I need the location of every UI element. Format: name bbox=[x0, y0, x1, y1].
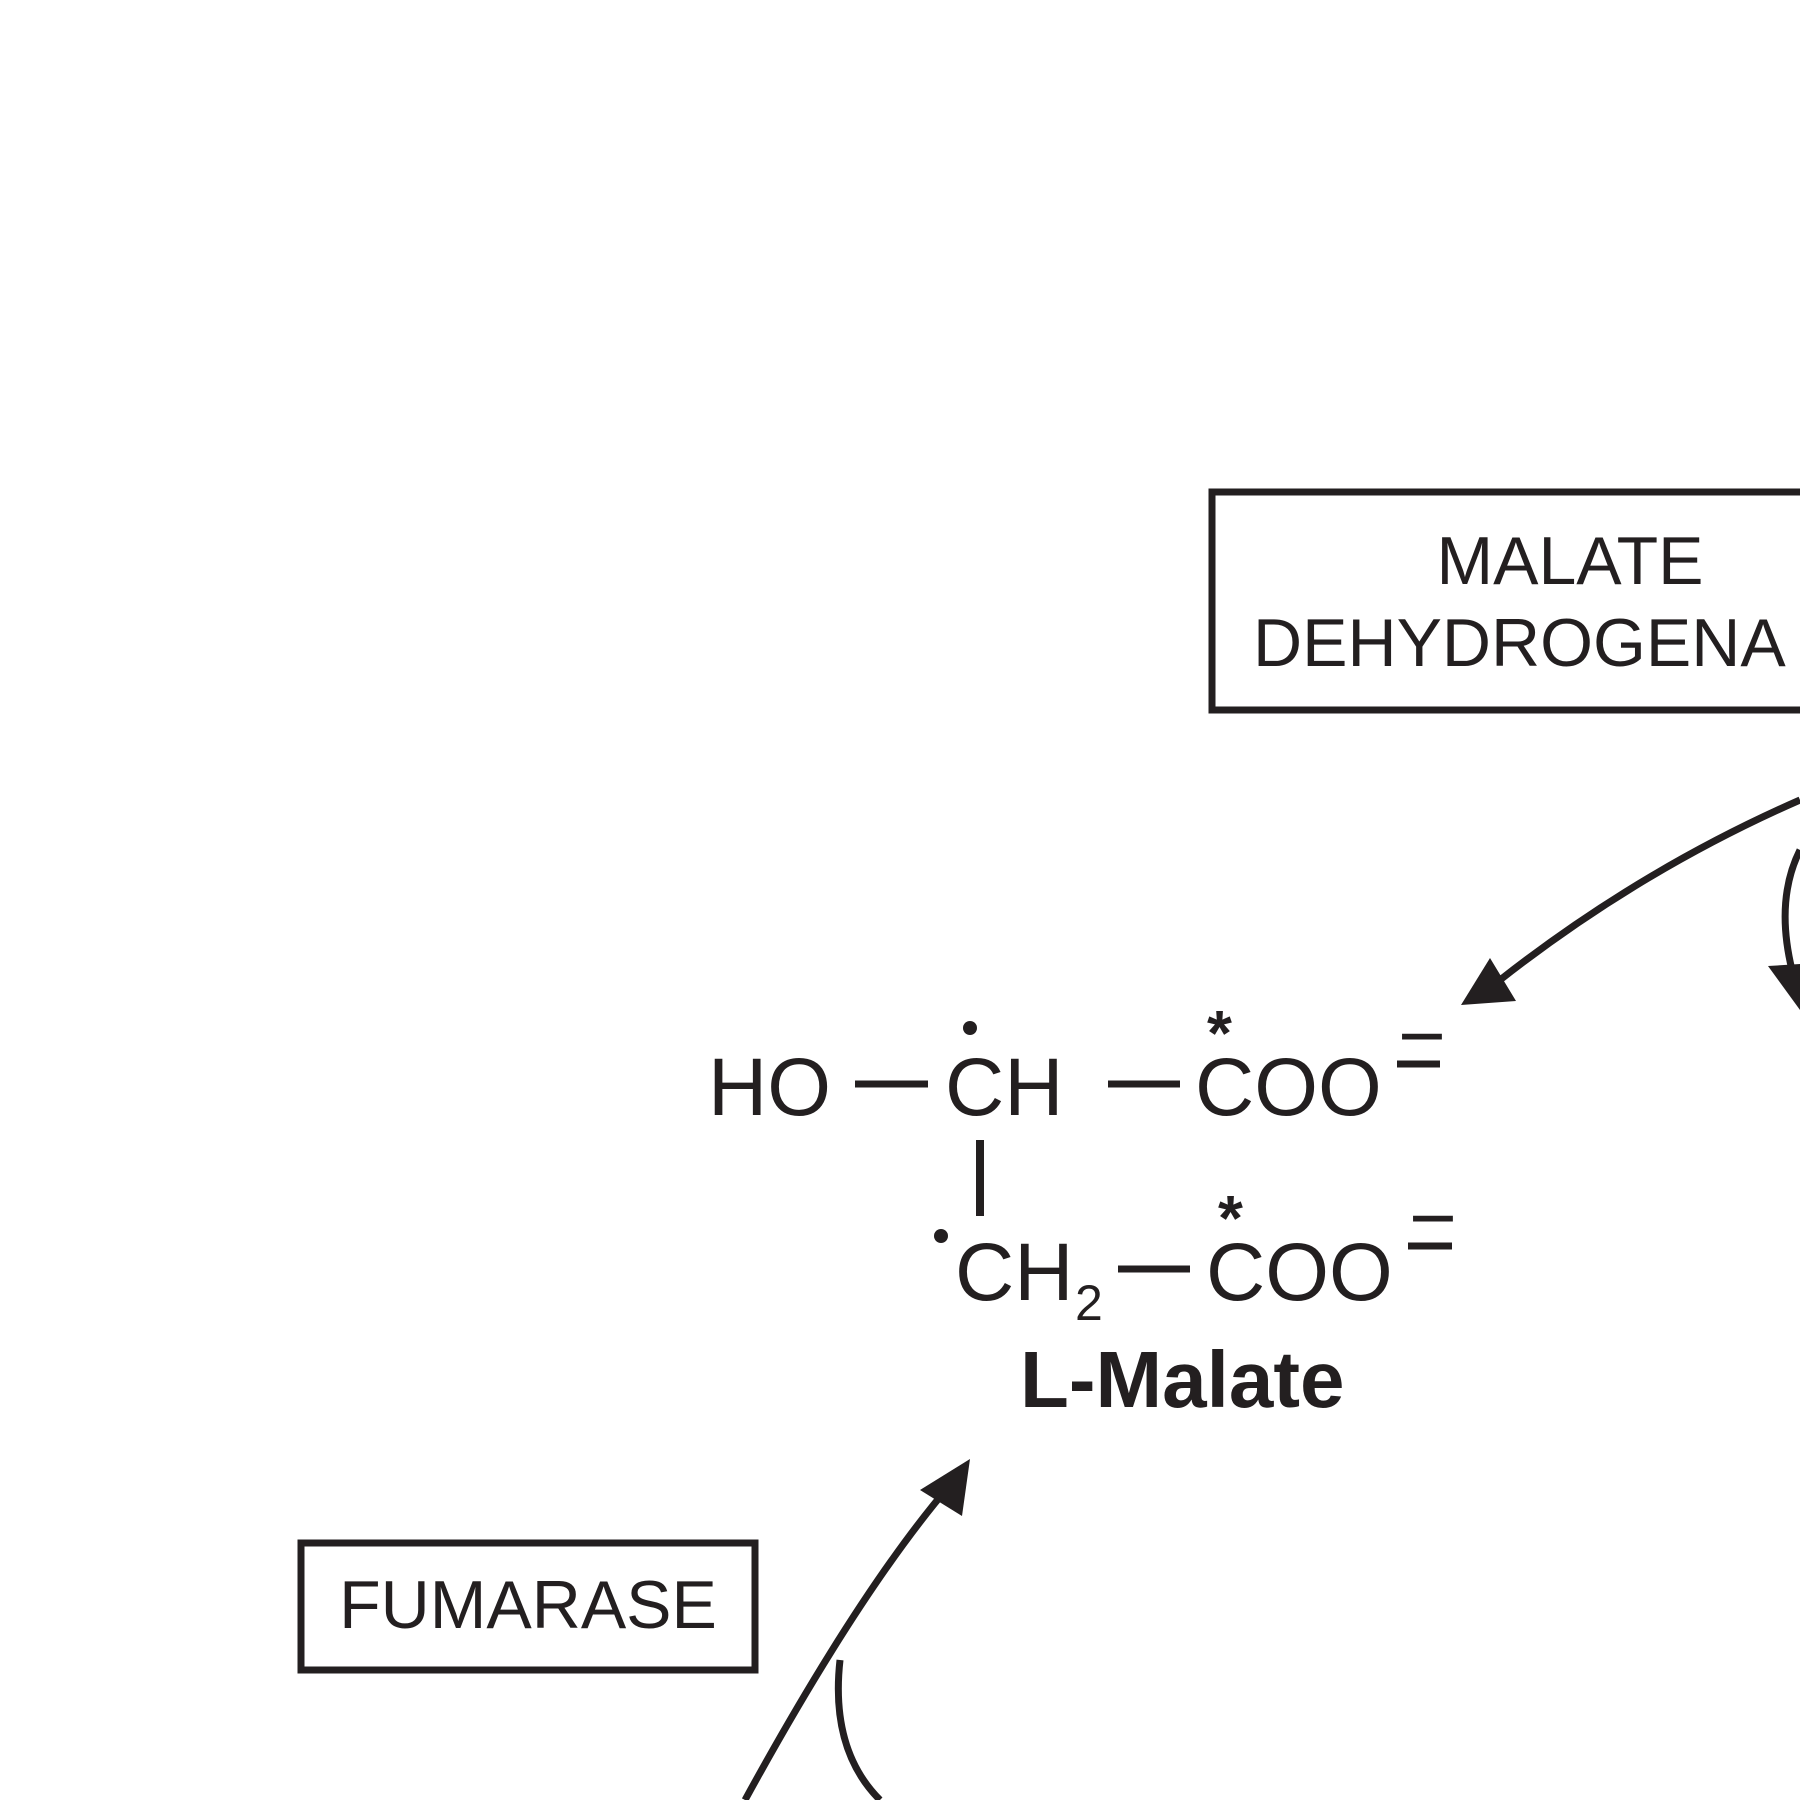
ch-group: CH bbox=[945, 1042, 1063, 1133]
methylene-subscript: 2 bbox=[1075, 1275, 1103, 1331]
methylene-group: CH bbox=[955, 1227, 1073, 1318]
isotope-marker-row2: * bbox=[1218, 1182, 1243, 1254]
carboxylate-row1: COO bbox=[1195, 1042, 1382, 1133]
label-dot-ch bbox=[963, 1021, 977, 1035]
fumarase-box: FUMARASE bbox=[297, 1539, 759, 1674]
molecule-name: L-Malate bbox=[1020, 1335, 1345, 1424]
label-dot-ch2 bbox=[934, 1229, 948, 1243]
fumarase-label: FUMARASE bbox=[339, 1567, 717, 1643]
fumarase-arrowhead bbox=[920, 1459, 970, 1516]
mdh-to-malate-arrow bbox=[1497, 796, 1800, 983]
mdh-cofactor-curve bbox=[1781, 848, 1800, 971]
fumarase-water-curve bbox=[834, 1659, 883, 1800]
charge-text-row2: − bbox=[1409, 1173, 1457, 1264]
mdh-arrowhead bbox=[1461, 958, 1516, 1005]
carboxylate-row2: COO bbox=[1206, 1227, 1393, 1318]
malate-dehydrogenase-label-line1: MALATE bbox=[1436, 523, 1703, 599]
fumarase-to-malate-arrow bbox=[741, 1482, 953, 1800]
l-malate-structure: HO CH * COO − CH 2 * COO − L-Malate bbox=[708, 991, 1457, 1424]
isotope-marker-row1: * bbox=[1207, 997, 1232, 1069]
charge-text-row1: − bbox=[1398, 991, 1446, 1082]
mdh-cofactor-arrowhead bbox=[1768, 964, 1800, 1010]
malate-dehydrogenase-box: MALATE DEHYDROGENA bbox=[1208, 488, 1800, 714]
malate-dehydrogenase-label-line2: DEHYDROGENA bbox=[1253, 605, 1786, 681]
hydroxyl-group: HO bbox=[708, 1042, 831, 1133]
